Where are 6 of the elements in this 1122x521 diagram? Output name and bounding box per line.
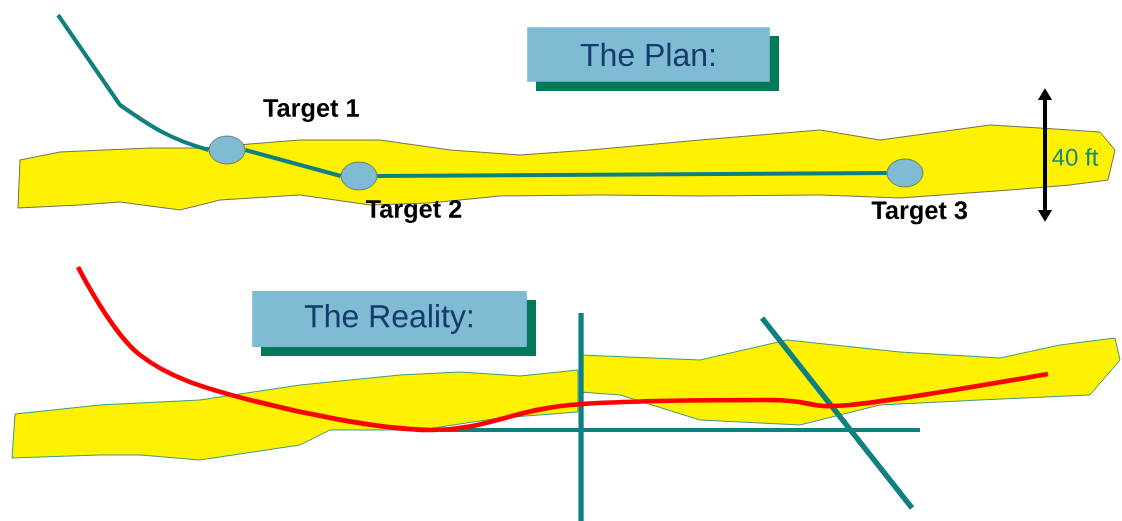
well-path [56, 13, 210, 152]
well-path [244, 148, 342, 178]
well-path [377, 171, 887, 178]
title-box: The Reality: [252, 291, 527, 347]
dimension-label: 40 ft [1052, 148, 1099, 166]
title-box: The Plan: [527, 27, 770, 82]
